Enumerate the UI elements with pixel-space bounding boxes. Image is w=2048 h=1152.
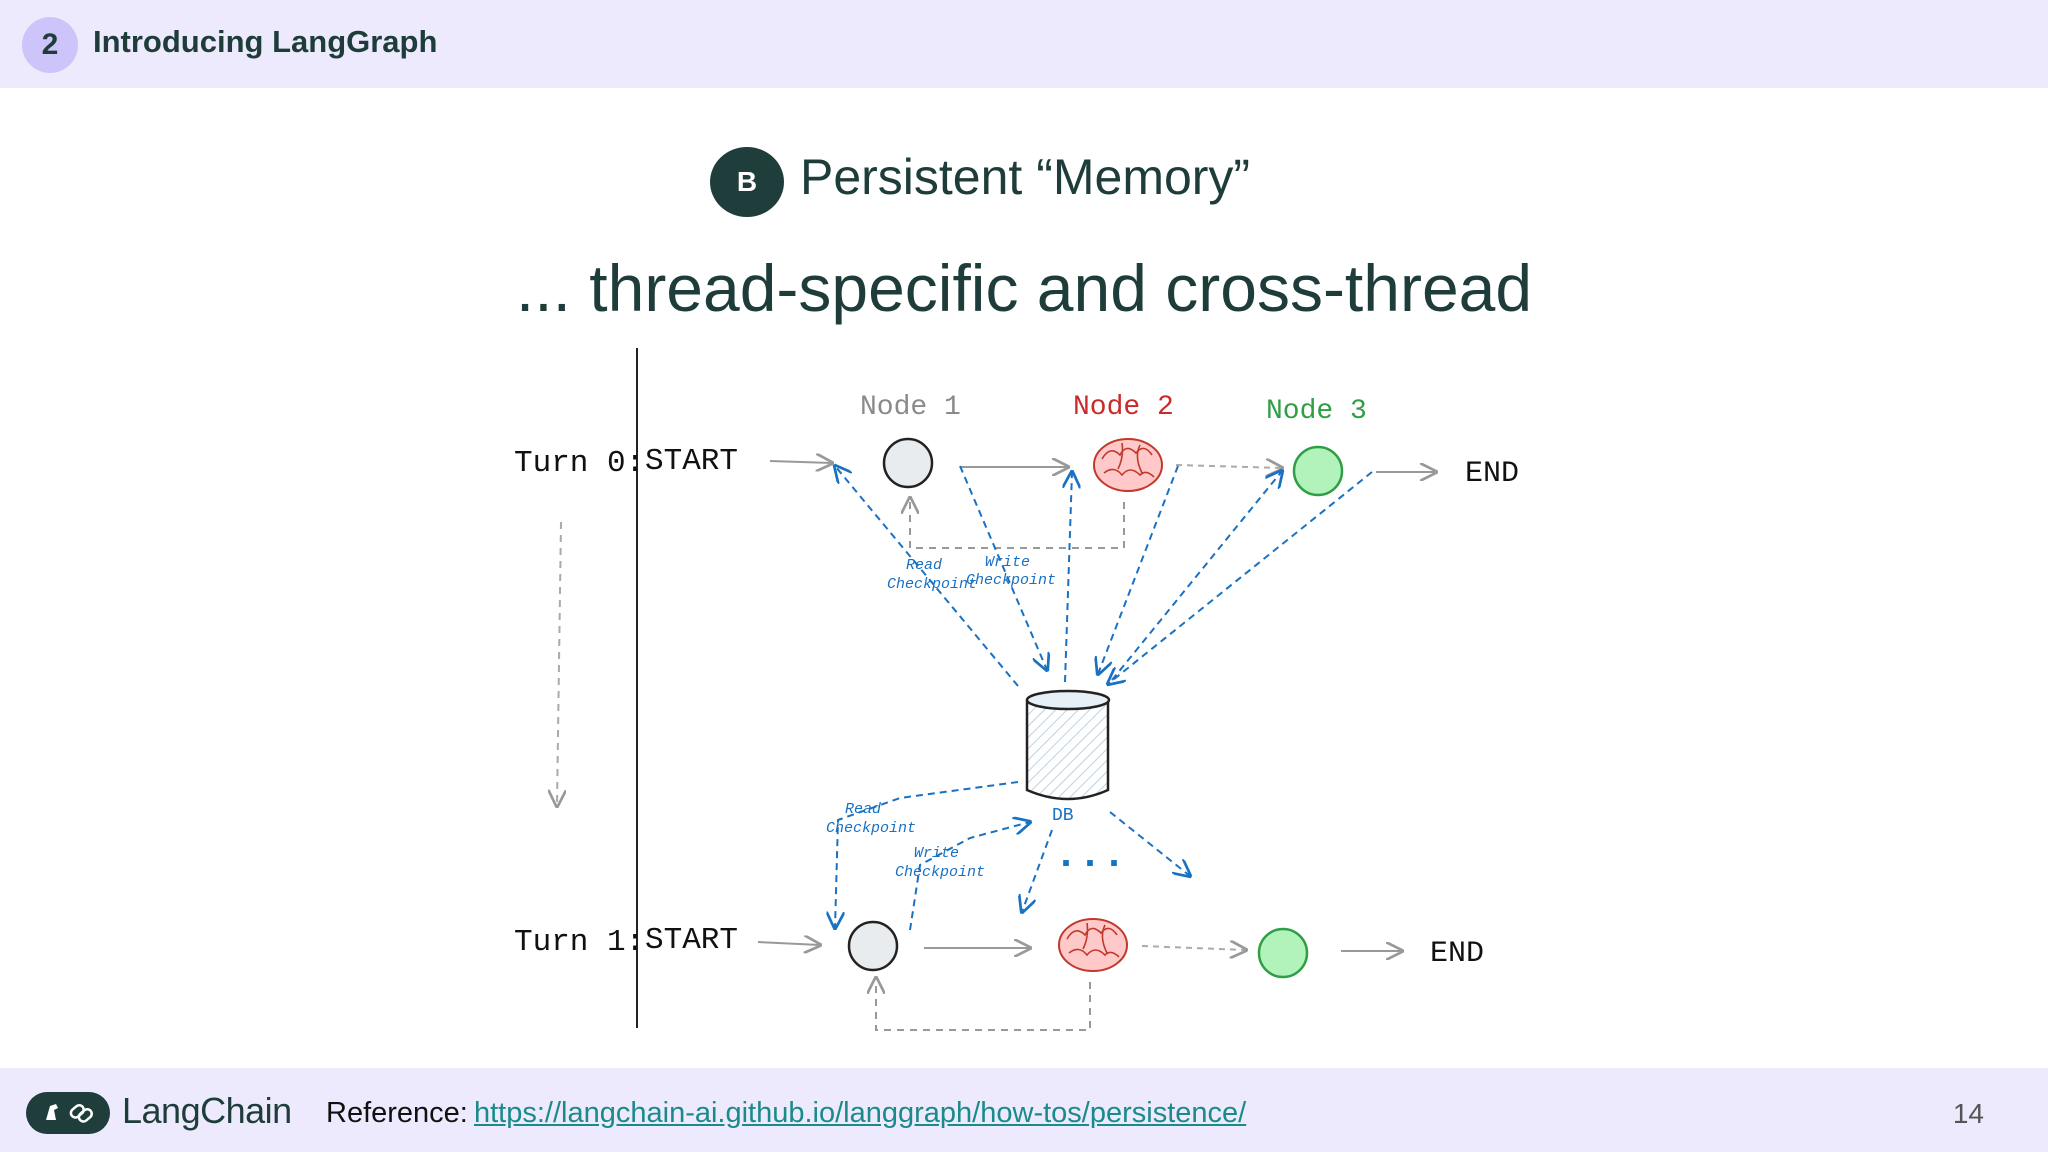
node3-circle-t0 [1292, 445, 1344, 497]
node1-label: Node 1 [860, 392, 961, 423]
node2-label: Node 2 [1073, 392, 1174, 423]
turn0-start-label: START [645, 444, 738, 479]
write-checkpoint-label-t1: Checkpoint [895, 864, 985, 881]
section-title: Introducing LangGraph [93, 24, 438, 59]
slide-title: Persistent “Memory” [800, 149, 1251, 205]
read-label-t0: Read [906, 557, 942, 574]
arrow-node2-node3-t0 [1175, 465, 1282, 468]
page-number: 14 [1952, 1098, 1984, 1129]
footer-bar: LangChain Reference: https://langchain-a… [0, 1068, 2048, 1152]
time-arrow [557, 521, 561, 806]
loop-back-t0 [910, 498, 1125, 549]
arrow-start-node1-t1 [757, 942, 820, 945]
read-label-t1: Read [845, 801, 881, 818]
arrow-node2-node3-t1 [1141, 946, 1246, 950]
node3-label: Node 3 [1266, 396, 1367, 427]
turn1-label: Turn 1: [514, 925, 644, 960]
reference-link[interactable]: https://langchain-ai.github.io/langgraph… [474, 1097, 1247, 1129]
db-node3-read-arrow [1111, 471, 1282, 681]
end-label-t1: END [1430, 937, 1484, 971]
arrow-start-node1-t0 [769, 461, 832, 463]
header-bar: 2 Introducing LangGraph [0, 0, 2048, 88]
ellipsis-label: ... [1054, 834, 1126, 879]
read-checkpoint-label-t0: Checkpoint [887, 576, 977, 593]
persistence-diagram: Turn 0: START Turn 1: START Node 1 Node … [514, 348, 1519, 1031]
node3-db-write-arrow [1108, 471, 1373, 684]
slide-badge: B [710, 147, 784, 217]
node2-write-arrow [1098, 465, 1179, 674]
turn1-start-label: START [645, 923, 738, 958]
langchain-logo-icon [26, 1092, 110, 1134]
turn0-label: Turn 0: [514, 446, 644, 481]
section-number-badge: 2 [22, 17, 78, 73]
write-label-t0: Write [985, 554, 1030, 571]
db-onward-arrow-t1 [1109, 811, 1190, 876]
slide-subtitle: ... thread-specific and cross-thread [515, 251, 1533, 325]
db-node2-arrow-t1 [1022, 829, 1053, 912]
database-icon [1025, 689, 1111, 801]
loop-back-t1 [876, 978, 1091, 1031]
brain-icon [1093, 438, 1163, 492]
node3-circle-t1 [1257, 927, 1309, 979]
end-label-t0: END [1465, 457, 1519, 491]
brain-icon [1058, 918, 1128, 972]
write-checkpoint-label-t0: Checkpoint [966, 572, 1056, 589]
node1-circle-t1 [847, 920, 899, 972]
read-checkpoint-label-t1: Checkpoint [826, 820, 916, 837]
node2-db-arrow [1065, 472, 1072, 683]
db-label: DB [1052, 806, 1074, 826]
write-checkpoint-arrow-t0 [959, 465, 1047, 670]
langchain-logo-text: LangChain [122, 1090, 292, 1131]
node1-circle-t0 [882, 437, 934, 489]
reference-label: Reference: [326, 1097, 468, 1129]
write-label-t1: Write [914, 845, 959, 862]
